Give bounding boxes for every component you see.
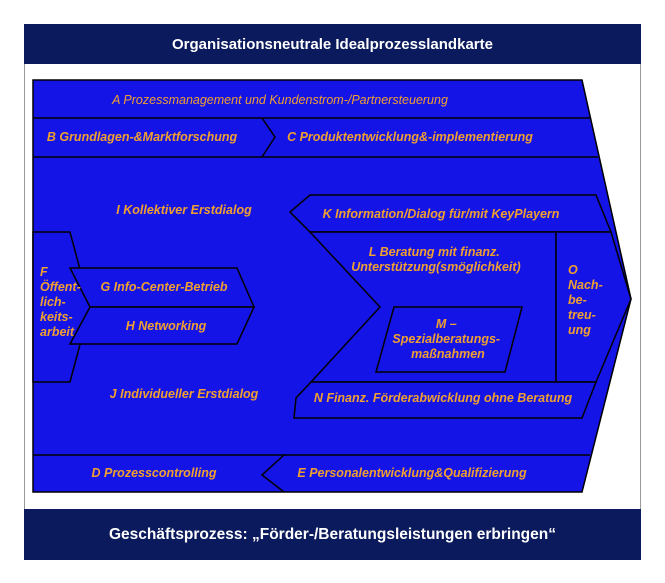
block-o[interactable] [555,231,632,383]
block-h[interactable] [68,306,256,345]
label-f: F Öffent- lich- keits- arbeit [40,265,84,339]
block-n[interactable] [293,381,598,419]
label-c: C Produktentwicklung&-implementierung [287,130,533,144]
footer-banner: Geschäftsprozess: „Förder-/Beratungsleis… [24,509,641,560]
header-title: Organisationsneutrale Idealprozesslandka… [172,35,493,53]
label-g: G Info-Center-Betrieb [100,280,227,294]
divider-b-c [261,117,276,158]
label-a: A Prozessmanagement und Kundenstrom-/Par… [111,93,448,107]
header-banner: Organisationsneutrale Idealprozesslandka… [24,24,641,64]
label-l: L Beratung mit finanz. Unterstützung(smö… [351,245,520,274]
label-i: I Kollektiver Erstdialog [116,203,252,217]
label-b: B Grundlagen-&Marktforschung [47,130,238,144]
label-e: E Personalentwicklung&Qualifizierung [297,466,527,480]
label-o: O Nach- be- treu- ung [568,263,606,337]
label-k: K Information/Dialog für/mit KeyPlayern [323,207,560,221]
divider-d-e [260,454,285,493]
label-h: H Networking [126,319,207,333]
label-d: D Prozesscontrolling [91,466,216,480]
footer-title: Geschäftsprozess: „Förder-/Beratungsleis… [108,525,556,543]
label-m: M – Spezialberatungs- maßnahmen [392,317,503,361]
label-j: J Individueller Erstdialog [110,387,259,401]
label-n: N Finanz. Förderabwicklung ohne Beratung [314,391,573,405]
block-m[interactable] [375,306,523,373]
